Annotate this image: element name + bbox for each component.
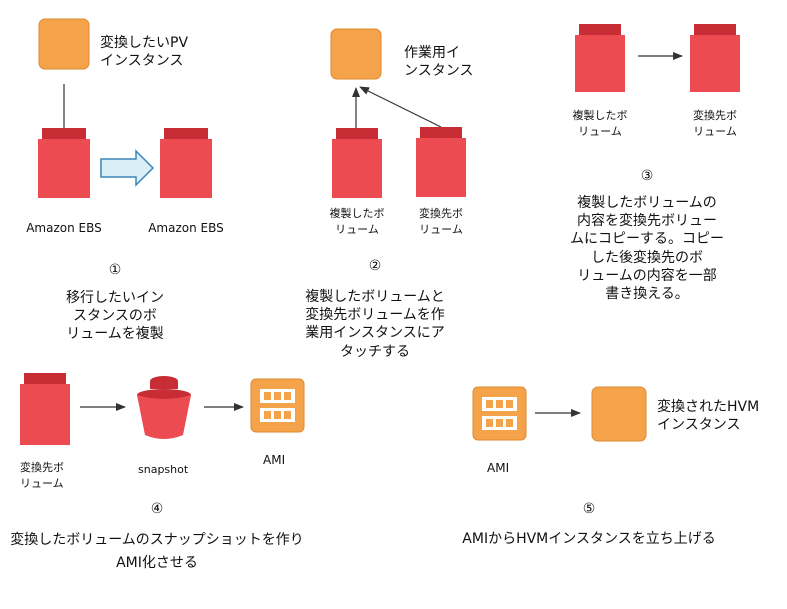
step4-ami-label: AMI — [263, 453, 286, 467]
ami-icon — [250, 378, 305, 433]
step2-right-volume-label: 変換先ボ リューム — [419, 207, 463, 236]
step5-caption: AMIからHVMインスタンスを立ち上げる — [462, 531, 716, 547]
snapshot-bucket-icon — [137, 376, 191, 439]
ec2-instance-icon — [38, 18, 90, 70]
step3-right-volume-label: 変換先ボ リューム — [693, 109, 737, 138]
step5-ami-label: AMI — [487, 461, 510, 475]
ebs-volume-icon — [332, 128, 382, 198]
step2-caption: 複製したボリュームと 変換先ボリュームを作 業用インスタンスにア タッチする — [305, 289, 445, 360]
step1-right-volume-label: Amazon EBS — [148, 221, 224, 235]
step2-attach-arrow-right — [359, 86, 442, 128]
step2-number: ② — [368, 258, 382, 274]
step1-left-volume-label: Amazon EBS — [26, 221, 102, 235]
ebs-volume-icon — [575, 24, 625, 92]
step4-caption: 変換したボリュームのスナップショットを作り AMI化させる — [10, 532, 304, 572]
step1-number: ① — [108, 262, 122, 278]
ebs-volume-icon — [38, 128, 90, 198]
ebs-volume-icon — [20, 373, 70, 445]
step4-volume-label: 変換先ボ リューム — [20, 461, 64, 490]
ami-icon — [472, 386, 527, 441]
step4-snapshot-label: snapshot — [138, 463, 189, 476]
step1-transfer-arrow — [100, 149, 155, 187]
step3-number: ③ — [640, 168, 654, 184]
step3-left-volume-label: 複製したボ リューム — [572, 109, 628, 138]
ebs-volume-icon — [160, 128, 212, 198]
step5-number: ⑤ — [582, 501, 596, 517]
step1-caption: 移行したいイン スタンスのボ リュームを複製 — [66, 290, 164, 343]
ec2-instance-icon — [591, 386, 647, 442]
step3-caption: 複製したボリュームの 内容を変換先ボリュー ムにコピーする。コピー した後変換先… — [570, 195, 724, 302]
ebs-volume-icon — [416, 127, 466, 197]
step4-number: ④ — [150, 501, 164, 517]
step1-instance-label: 変換したいPV インスタンス — [100, 35, 189, 70]
step5-instance-label: 変換されたHVM インスタンス — [657, 399, 760, 434]
ebs-volume-icon — [690, 24, 740, 92]
step2-left-volume-label: 複製したボ リューム — [329, 207, 385, 236]
step2-instance-label: 作業用イ ンスタンス — [404, 45, 474, 80]
ec2-instance-icon — [330, 28, 382, 80]
